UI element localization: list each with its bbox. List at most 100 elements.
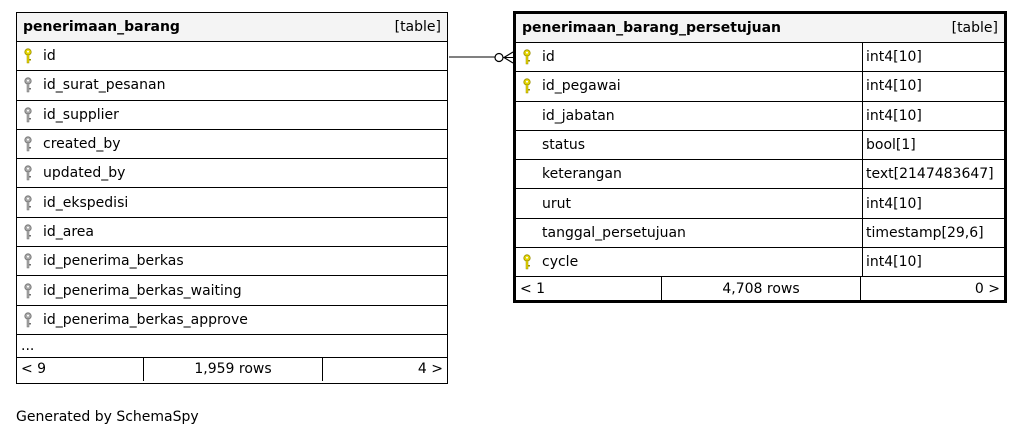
column-type: text[2147483647] [862,160,1004,189]
column-type: int4[10] [862,43,1004,72]
foreign-key-icon [23,76,43,94]
foreign-key-icon [23,194,43,212]
column-type: timestamp[29,6] [862,218,1004,248]
column-row[interactable]: id_surat_pesanan [17,71,447,101]
table-footer: < 1 4,708 rows 0 > [516,277,1004,301]
column-name-cell: id_penerima_berkas_waiting [17,276,447,304]
column-name-cell: status [516,131,862,159]
column-name: id_penerima_berkas_waiting [43,282,242,299]
column-name: id_area [43,223,94,240]
column-name: id_jabatan [542,107,615,124]
column-name: cycle [542,254,579,271]
foreign-key-icon [23,252,43,270]
column-name-cell: id [17,42,447,70]
column-name: id_surat_pesanan [43,77,166,94]
column-type: int4[10] [862,72,1004,101]
no-key-slot [522,136,542,154]
primary-key-icon [522,253,542,271]
column-row[interactable]: updated_by [17,159,447,189]
row-count: 4,708 rows [662,277,861,301]
column-row[interactable]: urut int4[10] [516,189,1004,219]
table-header: penerimaan_barang [table] [17,13,447,42]
table-name: penerimaan_barang [23,19,180,35]
no-key-slot [522,224,542,242]
table-penerimaan-barang-persetujuan[interactable]: penerimaan_barang_persetujuan [table] id… [513,11,1007,303]
column-name: id_ekspedisi [43,194,129,211]
children-link[interactable]: 0 > [974,280,1000,297]
foreign-key-icon [23,164,43,182]
column-type: int4[10] [862,248,1004,277]
column-row[interactable]: created_by [17,130,447,160]
column-type: int4[10] [862,189,1004,218]
foreign-key-icon [23,223,43,241]
column-row[interactable]: id_supplier [17,101,447,130]
column-name-cell: id_area [17,218,447,246]
column-name: id_supplier [43,106,119,123]
column-row[interactable]: id_pegawai int4[10] [516,72,1004,102]
generator-credit: Generated by SchemaSpy [16,409,199,425]
column-name-cell: keterangan [516,160,862,188]
column-name-cell: id_surat_pesanan [17,71,447,99]
column-name: id [542,49,555,66]
column-name: id_penerima_berkas [43,253,184,270]
column-name: urut [542,195,571,212]
column-row[interactable]: id_penerima_berkas_waiting [17,276,447,306]
table-kind: [table] [394,19,441,35]
column-name: tanggal_persetujuan [542,224,686,241]
foreign-key-icon [23,311,43,329]
table-footer: < 9 1,959 rows 4 > [17,357,447,381]
row-count: 1,959 rows [144,357,323,381]
column-row[interactable]: id_ekspedisi [17,188,447,218]
column-name: id_penerima_berkas_approve [43,311,248,328]
column-name: updated_by [43,165,126,182]
column-name-cell: id_penerima_berkas_approve [17,306,447,334]
column-name-cell: id_pegawai [516,72,862,100]
primary-key-icon [522,77,542,95]
no-key-slot [522,195,542,213]
zero-many-marker [494,52,504,63]
table-kind: [table] [951,20,998,36]
primary-key-icon [522,48,542,66]
parents-link[interactable]: < 9 [17,357,144,381]
column-name-cell: id_jabatan [516,102,862,130]
column-name-cell: urut [516,189,862,217]
column-name: id [43,48,56,65]
no-key-slot [522,107,542,125]
column-type: int4[10] [862,101,1004,130]
column-type: bool[1] [862,130,1004,160]
more-columns-indicator: ... [17,335,447,358]
table-name: penerimaan_barang_persetujuan [522,20,782,36]
column-name: created_by [43,136,121,153]
column-row[interactable]: cycle int4[10] [516,248,1004,278]
table-penerimaan-barang[interactable]: penerimaan_barang [table] id id_surat_pes… [16,12,448,384]
column-name-cell: id_ekspedisi [17,188,447,216]
column-name-cell: id_supplier [17,101,447,129]
column-name-cell: created_by [17,130,447,158]
column-row[interactable]: id_area [17,218,447,248]
column-name: status [542,137,586,154]
foreign-key-icon [23,135,43,153]
column-name: id_pegawai [542,78,621,95]
foreign-key-icon [23,106,43,124]
column-row[interactable]: id_penerima_berkas_approve [17,306,447,335]
column-row[interactable]: id_penerima_berkas [17,247,447,277]
column-row[interactable]: id int4[10] [516,43,1004,73]
column-name-cell: updated_by [17,159,447,187]
parents-link[interactable]: < 1 [516,277,662,301]
column-name: keterangan [542,166,622,183]
column-row[interactable]: keterangan text[2147483647] [516,160,1004,190]
children-link[interactable]: 4 > [417,361,443,378]
column-row[interactable]: id [17,42,447,72]
column-name-cell: cycle [516,248,862,276]
column-row[interactable]: status bool[1] [516,130,1004,161]
column-row[interactable]: tanggal_persetujuan timestamp[29,6] [516,218,1004,249]
primary-key-icon [23,47,43,65]
column-row[interactable]: id_jabatan int4[10] [516,101,1004,131]
no-key-slot [522,165,542,183]
foreign-key-icon [23,282,43,300]
table-header: penerimaan_barang_persetujuan [table] [516,14,1004,43]
column-name-cell: tanggal_persetujuan [516,219,862,247]
column-name-cell: id [516,43,862,71]
column-name-cell: id_penerima_berkas [17,247,447,275]
